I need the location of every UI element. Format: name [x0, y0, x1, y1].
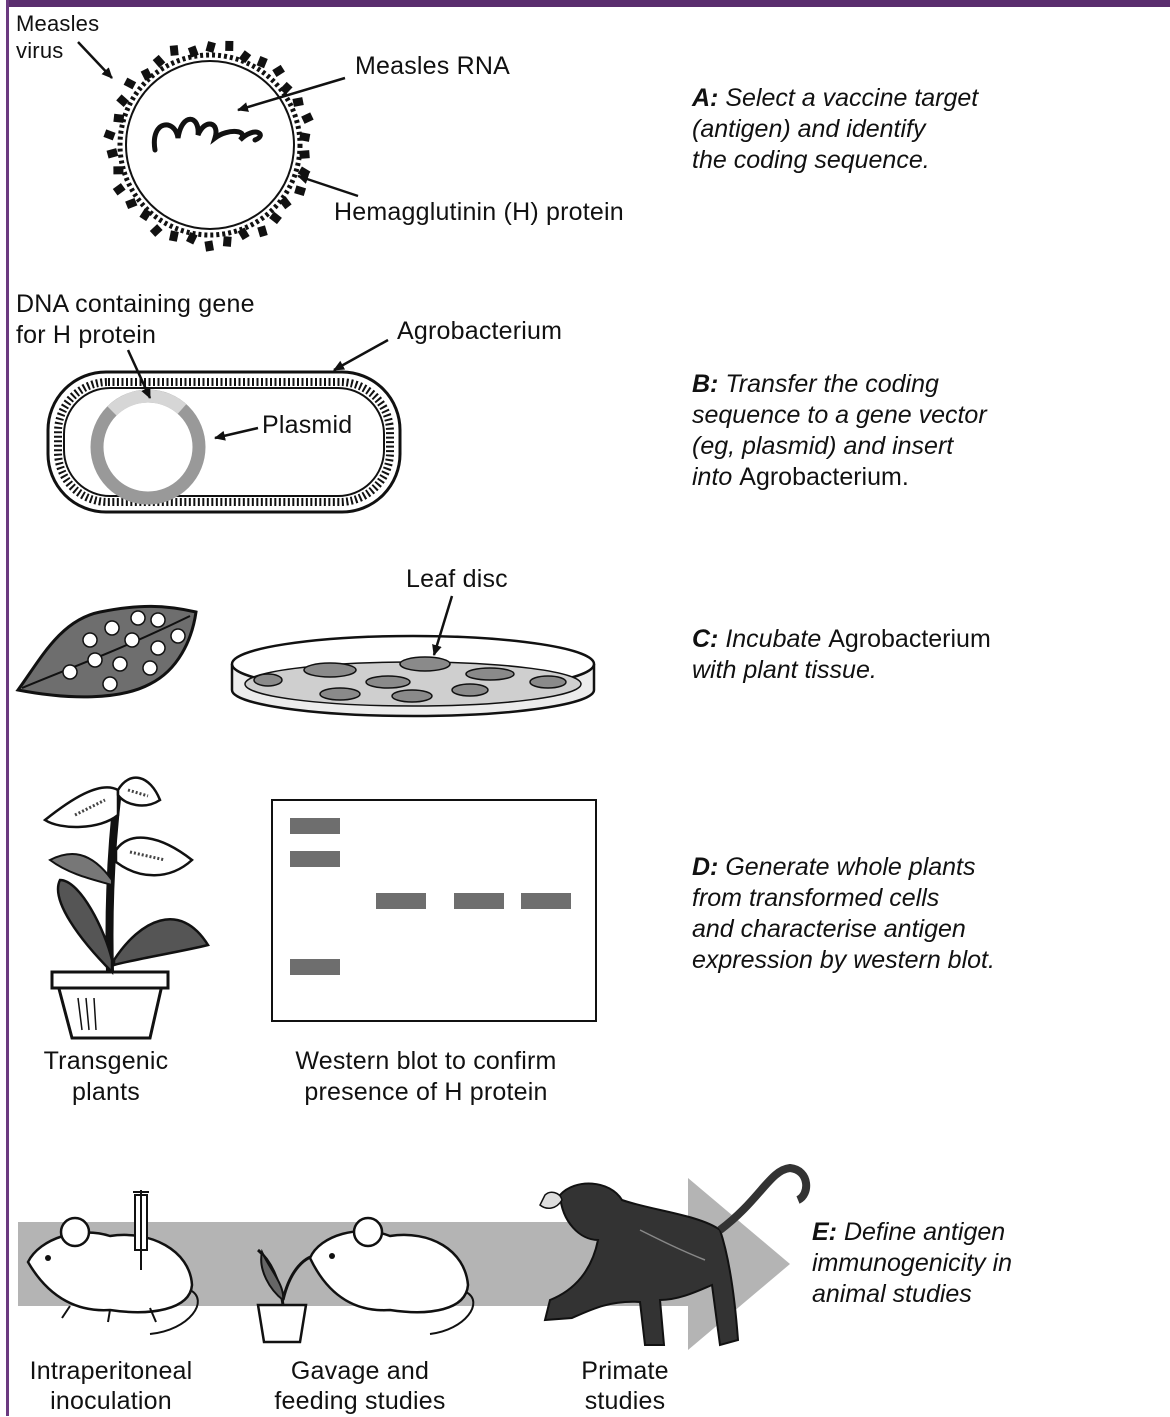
primate-label-line2: studies	[545, 1386, 705, 1417]
blot-band	[290, 818, 340, 834]
dna-label-line1: DNA containing gene	[16, 289, 255, 320]
h-protein-spike	[204, 240, 214, 251]
ip-label-line1: Intraperitoneal	[6, 1356, 216, 1387]
h-protein-spike	[107, 148, 119, 158]
blot-label-line1: Western blot to confirm	[256, 1046, 596, 1077]
mouse-injection-illustration	[28, 1190, 198, 1334]
petri-dish-illustration	[232, 636, 594, 716]
h-protein-spike	[125, 198, 137, 209]
step-e-text: E: Define antigen immunogenicity in anim…	[812, 1217, 1012, 1310]
step-c-text: C: Incubate Agrobacterium with plant tis…	[692, 624, 991, 686]
h-protein-spike	[299, 150, 310, 159]
h-protein-spike	[113, 183, 126, 195]
h-protein-spike	[103, 129, 115, 140]
dna-label-line2: for H protein	[16, 320, 156, 351]
h-protein-spike	[169, 230, 179, 241]
h-protein-spike	[206, 41, 216, 53]
h-protein-spike	[294, 185, 306, 196]
leaf-disc-label: Leaf disc	[406, 564, 508, 595]
gavage-label-line1: Gavage and	[250, 1356, 470, 1387]
h-protein-spike	[301, 112, 313, 124]
virus-label-line2: virus	[16, 37, 63, 64]
blot-band	[376, 893, 426, 909]
agro-arrow	[334, 340, 388, 370]
step-d-text: D: Generate whole plants from transforme…	[692, 852, 995, 976]
step-b-key: B:	[692, 370, 718, 398]
protein-label: Hemagglutinin (H) protein	[334, 197, 624, 228]
western-blot-illustration	[272, 800, 596, 1021]
h-protein-spike	[257, 56, 268, 68]
h-protein-spike	[223, 236, 232, 247]
h-protein-spike	[292, 97, 303, 107]
plants-label-line2: plants	[6, 1077, 206, 1108]
virus-label-line1: Measles	[16, 10, 99, 37]
rna-label: Measles RNA	[355, 51, 510, 82]
step-d-key: D:	[692, 853, 718, 881]
step-e-key: E:	[812, 1218, 837, 1246]
measles-virus-illustration	[103, 41, 313, 252]
blot-band	[521, 893, 571, 909]
h-protein-spike	[225, 41, 233, 51]
step-b-text: B: Transfer the coding sequence to a gen…	[692, 369, 987, 493]
step-a-key: A:	[692, 84, 718, 112]
plants-label-line1: Transgenic	[6, 1046, 206, 1077]
plasmid-label: Plasmid	[262, 410, 352, 441]
transgenic-plant-illustration	[45, 778, 208, 1038]
h-protein-spike	[269, 212, 282, 224]
h-protein-spike	[113, 166, 123, 174]
h-protein-spike	[257, 225, 267, 237]
h-protein-spike	[113, 114, 124, 123]
h-protein-spike	[150, 224, 163, 237]
virus-arrow	[78, 42, 112, 78]
blot-band	[454, 893, 504, 909]
primate-label-line1: Primate	[545, 1356, 705, 1387]
protein-arrow	[298, 176, 358, 196]
agrobacterium-label: Agrobacterium	[397, 316, 562, 347]
blot-band	[290, 851, 340, 867]
leaf-illustration	[18, 606, 196, 697]
ip-label-line2: inoculation	[6, 1386, 216, 1417]
h-protein-spike	[272, 65, 285, 77]
h-protein-spike	[124, 78, 137, 90]
agrobacterium-illustration	[48, 372, 400, 512]
gavage-label-line2: feeding studies	[250, 1386, 470, 1417]
h-protein-spike	[153, 55, 166, 68]
h-protein-spike	[116, 94, 129, 107]
blot-label-line2: presence of H protein	[256, 1077, 596, 1108]
h-protein-spike	[170, 45, 179, 56]
step-c-key: C:	[692, 625, 718, 653]
step-a-text: A: Select a vaccine target (antigen) and…	[692, 83, 978, 176]
blot-band	[290, 959, 340, 975]
